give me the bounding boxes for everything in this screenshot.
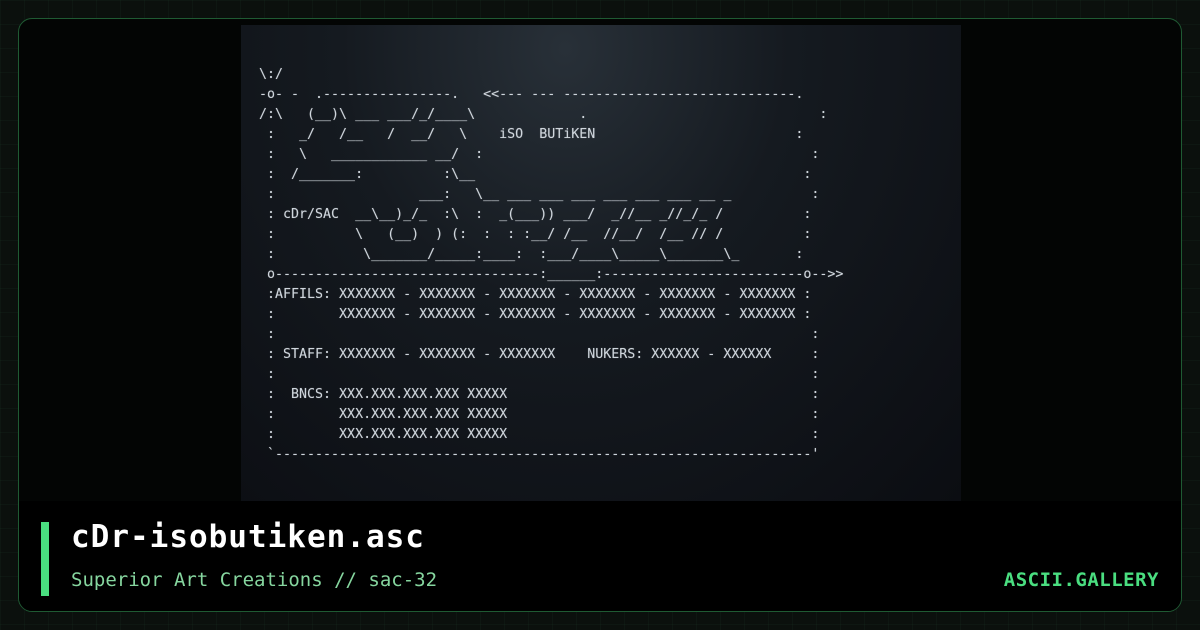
ascii-art-line: : \_______/_____:____: :___/____\_____\_… — [267, 247, 804, 262]
gallery-card: \:/ -o- - .----------------. <<--- --- -… — [18, 18, 1182, 612]
ascii-art-line: : cDr/SAC __\__)_/_ :\ : _(___)) ___/ _/… — [267, 207, 812, 222]
ascii-art-line: : XXX.XXX.XXX.XXX XXXXX : — [267, 427, 820, 442]
ascii-art-line: : XXX.XXX.XXX.XXX XXXXX : — [267, 407, 820, 422]
ascii-art-line: `---------------------------------------… — [267, 447, 820, 462]
ascii-art-line: : STAFF: XXXXXXX - XXXXXXX - XXXXXXX NUK… — [267, 347, 820, 362]
ascii-art: \:/ -o- - .----------------. <<--- --- -… — [259, 65, 843, 465]
ascii-art-panel: \:/ -o- - .----------------. <<--- --- -… — [241, 25, 961, 501]
ascii-art-line: :AFFILS: XXXXXXX - XXXXXXX - XXXXXXX - X… — [267, 287, 812, 302]
ascii-art-line: : : — [267, 367, 820, 382]
card-footer: cDr-isobutiken.asc Superior Art Creation… — [19, 501, 1181, 611]
ascii-art-line: -o- - .----------------. <<--- --- -----… — [259, 87, 804, 102]
ascii-art-line: /:\ (__)\ ___ ___/_/____\ . : — [259, 107, 828, 122]
ascii-art-line: : : — [267, 327, 820, 342]
ascii-art-line: : \ ____________ __/ : : — [267, 147, 820, 162]
file-title: cDr-isobutiken.asc — [71, 519, 425, 555]
ascii-art-line: : BNCS: XXX.XXX.XXX.XXX XXXXX : — [267, 387, 820, 402]
ascii-art-line: \:/ — [259, 67, 284, 82]
ascii-art-line: : XXXXXXX - XXXXXXX - XXXXXXX - XXXXXXX … — [267, 307, 812, 322]
ascii-art-line: : \ (__) ) (: : : :__/ /__ //__/ /__ // … — [267, 227, 812, 242]
ascii-art-line: : _/ /__ / __/ \ iSO BUTiKEN : — [267, 127, 804, 142]
ascii-art-line: : /_______: :\__ : — [267, 167, 812, 182]
ascii-art-line: o---------------------------------:_____… — [267, 267, 844, 282]
accent-bar — [41, 522, 49, 596]
ascii-art-line: : ___: \__ ___ ___ ___ ___ ___ ___ __ _ … — [267, 187, 820, 202]
site-brand[interactable]: ASCII.GALLERY — [1003, 569, 1159, 591]
group-subtitle: Superior Art Creations // sac-32 — [71, 569, 438, 591]
